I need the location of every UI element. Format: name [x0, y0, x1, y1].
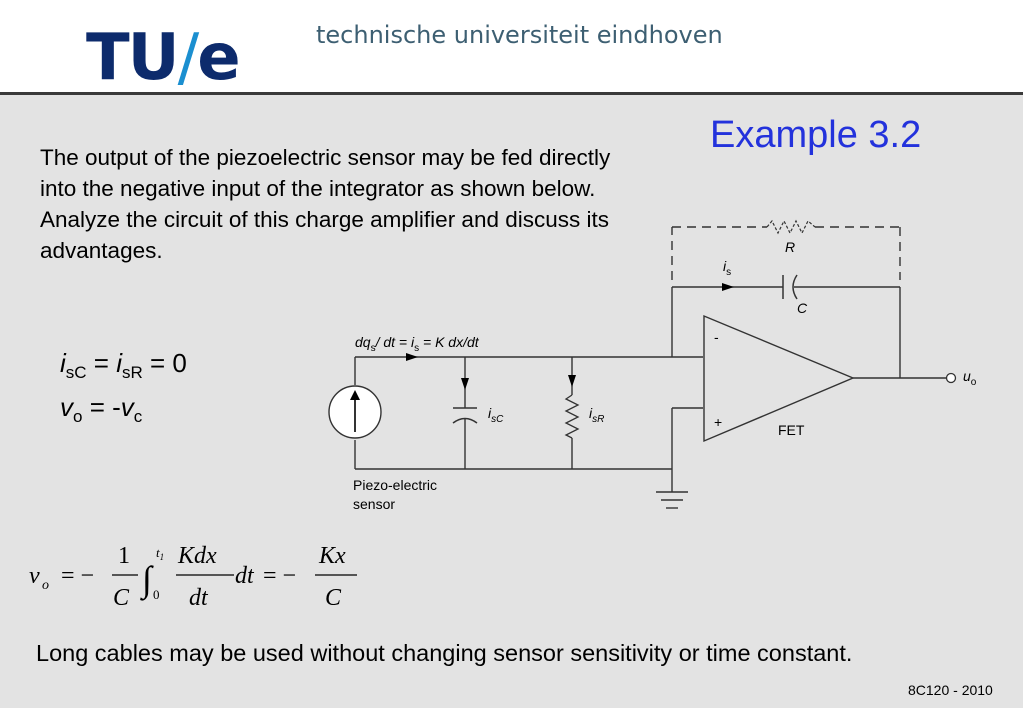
sensor-label-line1: Piezo-electric [353, 477, 437, 493]
sensor-resistor [564, 394, 580, 439]
formula-den3: C [325, 585, 342, 611]
formula-eq1: = − [61, 563, 94, 589]
current-equations: isC = isR = 0 vo = -vc [60, 346, 187, 434]
output-terminal [945, 372, 957, 384]
input-current-arrow [406, 353, 418, 361]
feedback-resistor-label: R [785, 239, 795, 255]
university-name: technische universiteit eindhoven [316, 21, 723, 49]
formula-eq2: = − [263, 563, 296, 589]
tue-logo: TU/e [86, 21, 241, 95]
conclusion-text: Long cables may be used without changing… [36, 640, 853, 666]
sensor-capacitor [452, 407, 478, 424]
formula-num1: 1 [118, 543, 130, 569]
feedback-resistor [766, 219, 816, 235]
input-current-label: dqs/ dt = is = K dx/dt [355, 334, 480, 354]
res-current-label: isR [589, 405, 604, 425]
feedback-current-arrow [722, 283, 734, 291]
output-voltage-formula: v o = − 1 C ∫ t1 0 Kdx dt dt = − Kx C [29, 543, 357, 611]
formula-dt: dt [235, 563, 255, 589]
feedback-capacitor [782, 274, 798, 300]
sensor-label-line2: sensor [353, 496, 395, 512]
current-equation: isC = isR = 0 [60, 348, 187, 383]
slide-title: Example 3.2 [710, 114, 922, 156]
cap-current-label: isC [488, 405, 504, 425]
course-code: 8C120 - 2010 [908, 682, 993, 698]
header-divider [0, 92, 1023, 95]
formula-den1: C [113, 585, 130, 611]
opamp-minus: - [714, 329, 719, 345]
formula-num2: Kdx [177, 543, 217, 569]
opamp-label: FET [778, 422, 805, 438]
voltage-equation: vo = -vc [60, 392, 143, 427]
problem-statement: The output of the piezoelectric sensor m… [40, 145, 611, 263]
formula-integral: ∫ [140, 559, 154, 601]
output-label: uo [963, 368, 977, 388]
formula-num3: Kx [318, 543, 346, 569]
cap-current-arrow [461, 378, 469, 390]
res-current-arrow [568, 375, 576, 387]
formula-lhs-sub: o [42, 578, 49, 593]
feedback-current-label: is [723, 258, 731, 278]
formula-lower: 0 [153, 587, 160, 602]
feedback-capacitor-label: C [797, 300, 808, 316]
formula-lhs: v [29, 563, 40, 589]
opamp-plus: + [714, 414, 722, 430]
header-bar [0, 0, 1023, 93]
ground-symbol [656, 491, 688, 509]
resistor-loop [671, 226, 901, 280]
formula-den2: dt [189, 585, 209, 611]
formula-upper: t1 [156, 545, 164, 562]
current-source [328, 385, 382, 439]
